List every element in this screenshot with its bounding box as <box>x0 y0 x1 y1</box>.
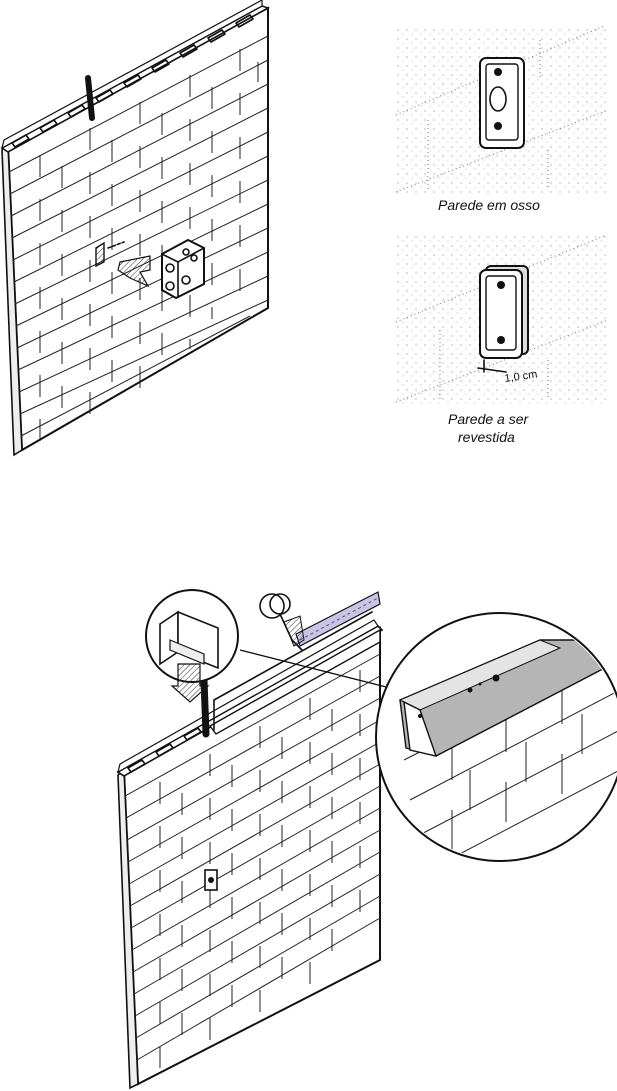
u-block-inset <box>146 590 238 702</box>
caption-bare-wall: Parede em osso <box>438 197 540 213</box>
caption-coated-wall-line1: Parede a ser <box>448 411 529 427</box>
magnified-detail-circle <box>376 613 617 880</box>
embedded-box <box>205 870 217 890</box>
detail-panel-bare-wall: Parede em osso <box>396 26 608 213</box>
top-brick-wall <box>2 0 268 455</box>
caption-coated-wall-line2: revestida <box>458 429 515 445</box>
electrical-box-front <box>480 58 524 148</box>
detail-panel-coated-wall: 1,0 cm Parede a ser revestida <box>396 236 608 445</box>
electrical-box-front-recessed <box>480 266 528 358</box>
wire-coil-icon <box>260 594 304 650</box>
top-wall-conduit <box>88 78 92 118</box>
